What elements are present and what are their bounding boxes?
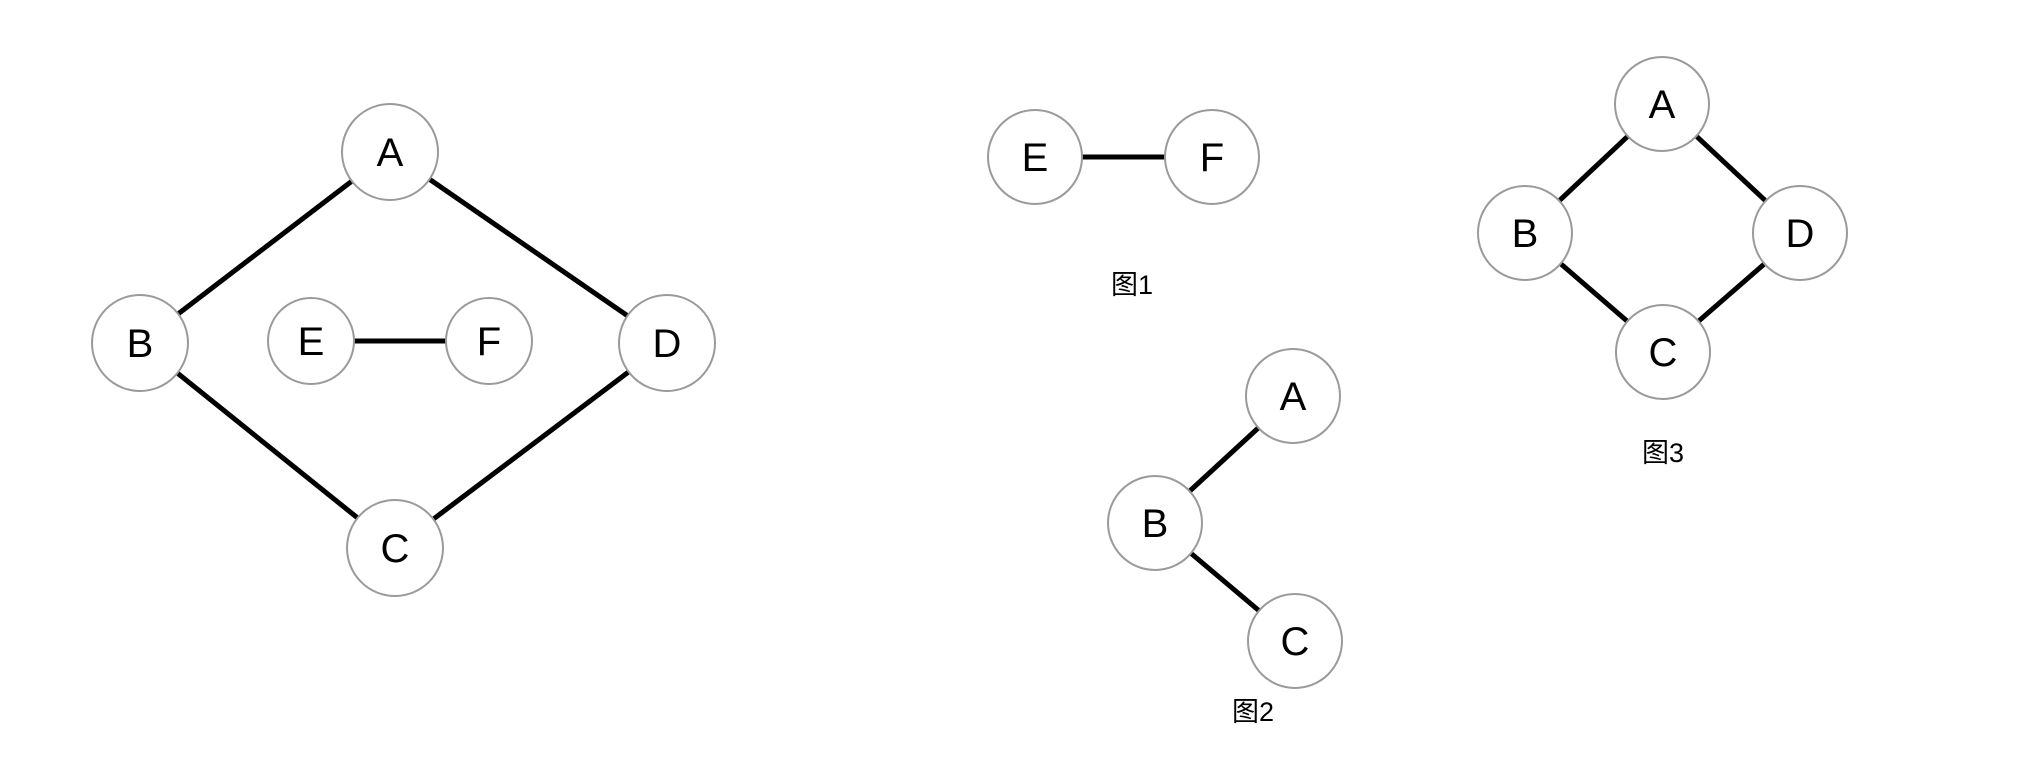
graph-node-E[interactable]: E [987, 109, 1083, 205]
graph-node-A[interactable]: A [341, 103, 439, 201]
graph-node-F[interactable]: F [1164, 109, 1260, 205]
node-label-B: B [1512, 212, 1539, 256]
node-circle-D [618, 294, 716, 392]
node-circle-F [1164, 109, 1260, 205]
graph-node-C[interactable]: C [346, 499, 444, 597]
node-circle-B [91, 294, 189, 392]
graph-node-B[interactable]: B [1477, 185, 1573, 281]
graph-node-B[interactable]: B [1107, 475, 1203, 571]
graph-edge-A-D [1693, 133, 1769, 204]
graph-node-D[interactable]: D [618, 294, 716, 392]
edge-group [1187, 425, 1262, 614]
graph-edge-B-A [1187, 425, 1261, 494]
graph-edge-C-D [431, 369, 631, 522]
node-circle-F [445, 297, 533, 385]
figure-figure-1: E F 图1 [987, 109, 1260, 300]
graph-node-D[interactable]: D [1752, 185, 1848, 281]
node-label-B: B [127, 322, 154, 366]
figure-figure-2: A B C 图2 [1107, 348, 1343, 727]
node-label-A: A [1649, 83, 1676, 127]
node-circle-B [1477, 185, 1573, 281]
graph-node-A[interactable]: A [1614, 56, 1710, 152]
node-circle-C [1615, 304, 1711, 400]
figure-figure-3: A B C D 图3 [1477, 56, 1848, 468]
edge-group [175, 176, 631, 522]
node-circle-A [1614, 56, 1710, 152]
node-circle-E [267, 297, 355, 385]
node-label-A: A [1280, 375, 1307, 419]
node-label-D: D [653, 322, 682, 366]
node-circle-D [1752, 185, 1848, 281]
node-label-D: D [1786, 212, 1815, 256]
node-label-E: E [1022, 136, 1049, 180]
graph-node-C[interactable]: C [1247, 593, 1343, 689]
node-label-C: C [1649, 331, 1678, 375]
graph-edge-C-D [1696, 261, 1767, 324]
graph-edge-A-D [427, 176, 630, 319]
graph-edge-A-B [1556, 133, 1631, 204]
edge-group [1556, 133, 1769, 324]
graph-node-F[interactable]: F [445, 297, 533, 385]
figure-caption-figure-1: 图1 [1111, 270, 1153, 300]
figure-caption-figure-3: 图3 [1642, 438, 1684, 468]
node-circle-E [987, 109, 1083, 205]
node-circle-A [341, 103, 439, 201]
figure-main-graph: A B C D E F [91, 103, 716, 597]
node-label-F: F [477, 320, 501, 364]
node-circle-C [1247, 593, 1343, 689]
figure-caption-figure-2: 图2 [1232, 697, 1274, 727]
node-label-C: C [1281, 620, 1310, 664]
graph-node-A[interactable]: A [1245, 348, 1341, 444]
graph-node-B[interactable]: B [91, 294, 189, 392]
graph-node-E[interactable]: E [267, 297, 355, 385]
graph-edge-A-B [175, 178, 355, 317]
graph-edge-B-C [175, 370, 360, 521]
node-label-A: A [377, 131, 404, 175]
graph-edge-B-C [1558, 261, 1630, 324]
node-circle-A [1245, 348, 1341, 444]
node-circle-C [346, 499, 444, 597]
graph-edge-B-C [1188, 550, 1262, 614]
node-label-B: B [1142, 502, 1169, 546]
node-label-F: F [1200, 136, 1224, 180]
graph-node-C[interactable]: C [1615, 304, 1711, 400]
node-circle-B [1107, 475, 1203, 571]
node-label-C: C [381, 527, 410, 571]
node-label-E: E [298, 320, 325, 364]
